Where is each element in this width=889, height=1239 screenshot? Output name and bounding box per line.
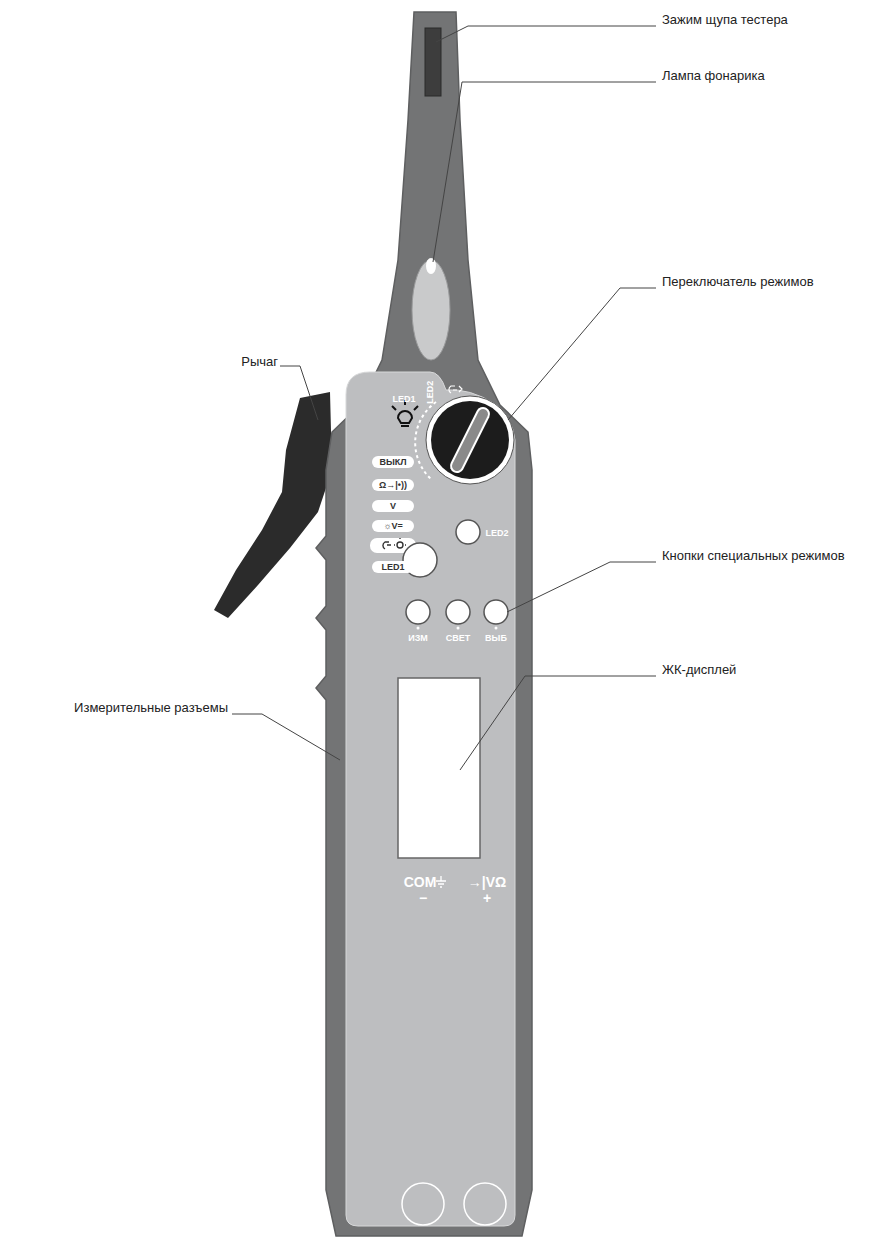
mode-dial	[431, 401, 509, 479]
buttons	[403, 520, 508, 624]
callout-label: Измерительные разъемы	[74, 701, 228, 716]
dial-slot-inner	[457, 414, 483, 466]
dial-ring	[426, 396, 514, 484]
callout-label: ЖК-дисплей	[662, 663, 736, 678]
ground-symbol	[436, 876, 446, 887]
mode-label: LED1	[372, 561, 414, 573]
jack-label: COM	[404, 874, 437, 890]
clip-light-icon	[383, 538, 406, 549]
button-label: ИЗМ	[408, 633, 428, 643]
callout-label: Кнопки специальных режимов	[662, 549, 845, 564]
callout-label: Рычаг	[241, 355, 278, 370]
led-label: LED1	[392, 394, 415, 404]
callout-label: Лампа фонарика	[662, 69, 765, 84]
lcd-display	[398, 678, 480, 858]
callout-label: Зажим щупа тестера	[662, 13, 788, 28]
probe-clamp	[425, 28, 441, 96]
jack-label: →|VΩ	[468, 874, 506, 890]
button-label: ВЫБ	[485, 633, 507, 643]
tester-body	[316, 12, 532, 1236]
measurement-jacks	[402, 1183, 506, 1225]
jack-sign: −	[419, 890, 427, 906]
led-label: LED2	[426, 380, 436, 403]
mode-label: ☼V=	[372, 520, 414, 532]
jack-sign: +	[483, 890, 491, 906]
leader-lines	[232, 26, 656, 770]
mode-label: V	[372, 500, 414, 512]
flashlight-lamp	[412, 260, 450, 360]
lever	[214, 392, 332, 618]
callout-label: Переключатель режимов	[662, 275, 814, 290]
mode-label: ВЫКЛ	[372, 456, 414, 468]
lamp-highlight	[426, 258, 436, 274]
dial-slot	[457, 414, 483, 466]
mode-label: Ω→|•))	[372, 479, 414, 491]
clip-icon	[449, 386, 462, 393]
button-label: СВЕТ	[446, 633, 471, 643]
button-dots	[417, 627, 498, 630]
front-panel	[346, 372, 515, 1226]
button-label: LED2	[485, 528, 508, 538]
